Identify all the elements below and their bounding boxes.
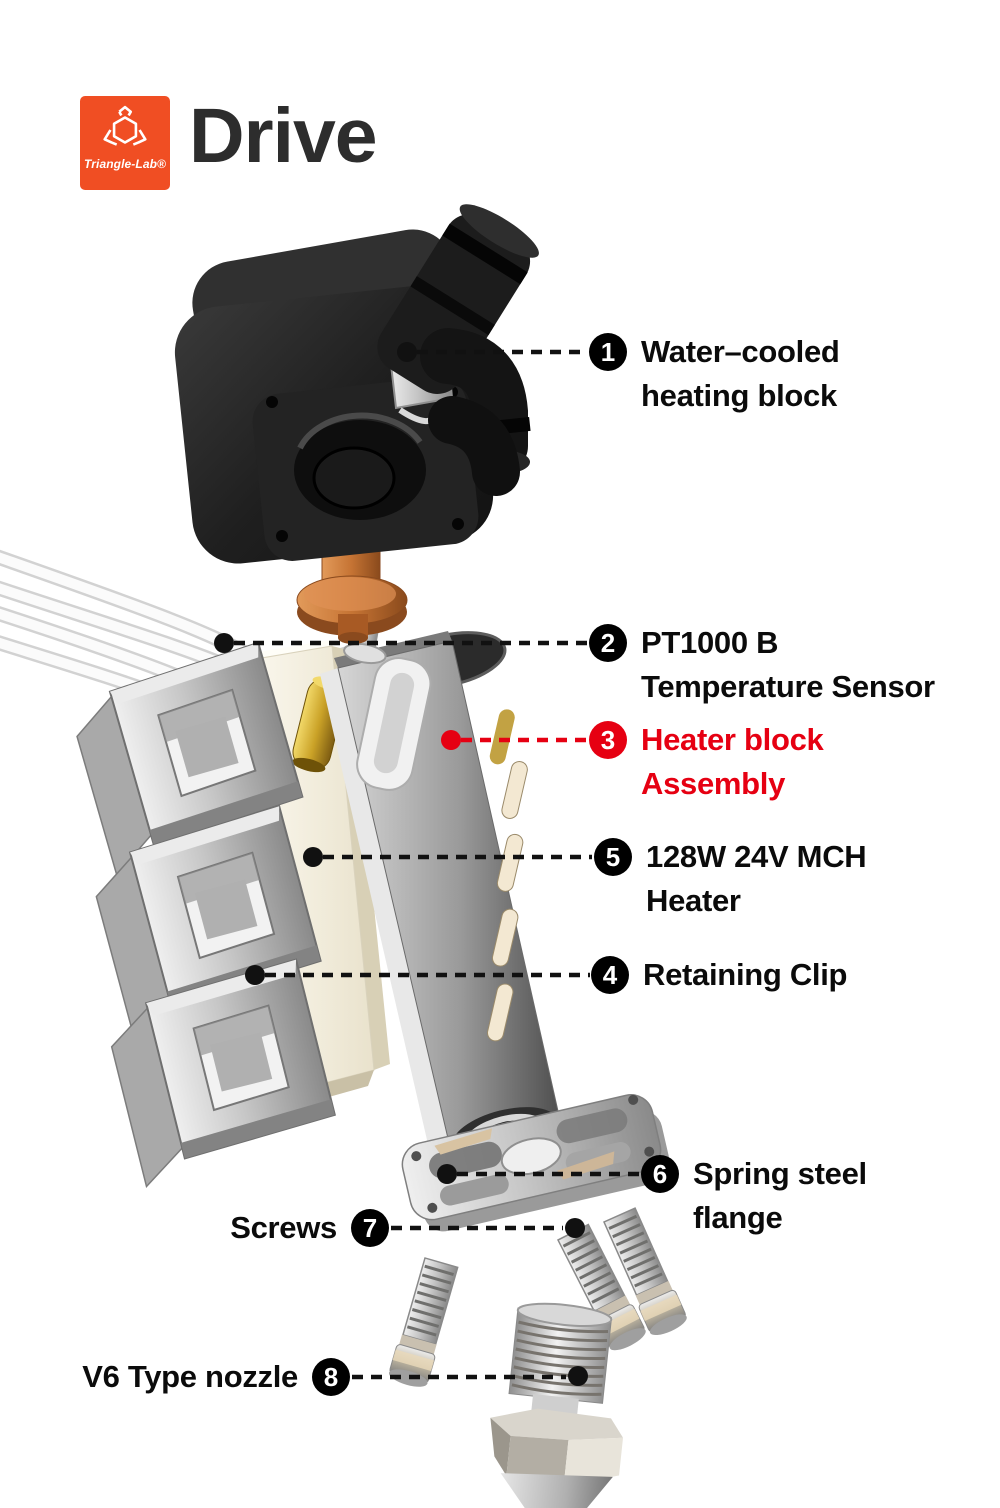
callout-6-line1: Spring steel xyxy=(693,1156,867,1191)
brand-name: Triangle-Lab® xyxy=(84,157,166,171)
leader-dot-7 xyxy=(565,1218,585,1238)
leader-dot-3 xyxy=(441,730,461,750)
callout-heater-block-assembly: 3 Heater block Assembly xyxy=(589,718,824,806)
callout-2-line1: PT1000 B xyxy=(641,625,779,660)
callout-2-text: PT1000 B Temperature Sensor xyxy=(641,621,935,709)
leader-dot-5 xyxy=(303,847,323,867)
callout-6-line2: flange xyxy=(693,1200,783,1235)
callout-1-line1: Water–cooled xyxy=(641,334,840,369)
callout-6-text: Spring steel flange xyxy=(693,1152,867,1240)
callout-8-line1: V6 Type nozzle xyxy=(82,1359,298,1394)
leader-dot-2 xyxy=(214,633,234,653)
callout-4-line1: Retaining Clip xyxy=(643,957,848,992)
callout-4-badge: 4 xyxy=(591,956,629,994)
callout-1-text: Water–cooled heating block xyxy=(641,330,840,418)
callout-5-line2: Heater xyxy=(646,883,741,918)
callout-screws: Screws 7 xyxy=(230,1206,389,1250)
leader-dot-4 xyxy=(245,965,265,985)
callout-mch-heater: 5 128W 24V MCH Heater xyxy=(594,835,867,923)
callout-5-text: 128W 24V MCH Heater xyxy=(646,835,867,923)
callout-8-text: V6 Type nozzle xyxy=(82,1355,298,1399)
callout-retaining-clip: 4 Retaining Clip xyxy=(591,953,847,997)
callout-pt1000-sensor: 2 PT1000 B Temperature Sensor xyxy=(589,621,935,709)
leader-dot-6 xyxy=(437,1164,457,1184)
callout-1-line2: heating block xyxy=(641,378,837,413)
leader-dot-1 xyxy=(397,342,417,362)
callout-v6-nozzle: V6 Type nozzle 8 xyxy=(82,1355,350,1399)
leader-dot-8 xyxy=(568,1366,588,1386)
callout-water-cooled-heating-block: 1 Water–cooled heating block xyxy=(589,330,840,418)
callout-3-text: Heater block Assembly xyxy=(641,718,824,806)
callout-7-badge: 7 xyxy=(351,1209,389,1247)
callout-3-badge: 3 xyxy=(589,721,627,759)
callout-1-badge: 1 xyxy=(589,333,627,371)
callout-4-text: Retaining Clip xyxy=(643,953,847,997)
callout-8-badge: 8 xyxy=(312,1358,350,1396)
leader-lines xyxy=(214,342,640,1386)
callout-2-badge: 2 xyxy=(589,624,627,662)
callout-7-text: Screws xyxy=(230,1206,337,1250)
callout-5-badge: 5 xyxy=(594,838,632,876)
callout-5-line1: 128W 24V MCH xyxy=(646,839,867,874)
callout-spring-steel-flange: 6 Spring steel flange xyxy=(641,1152,867,1240)
brand-logo: Triangle-Lab® xyxy=(80,96,170,190)
callout-3-line1: Heater block xyxy=(641,722,824,757)
triangle-lab-icon xyxy=(103,105,147,146)
callout-3-line2: Assembly xyxy=(641,766,786,801)
page-title: Drive xyxy=(189,93,378,179)
callout-2-line2: Temperature Sensor xyxy=(641,669,935,704)
callout-7-line1: Screws xyxy=(230,1210,337,1245)
callout-6-badge: 6 xyxy=(641,1155,679,1193)
